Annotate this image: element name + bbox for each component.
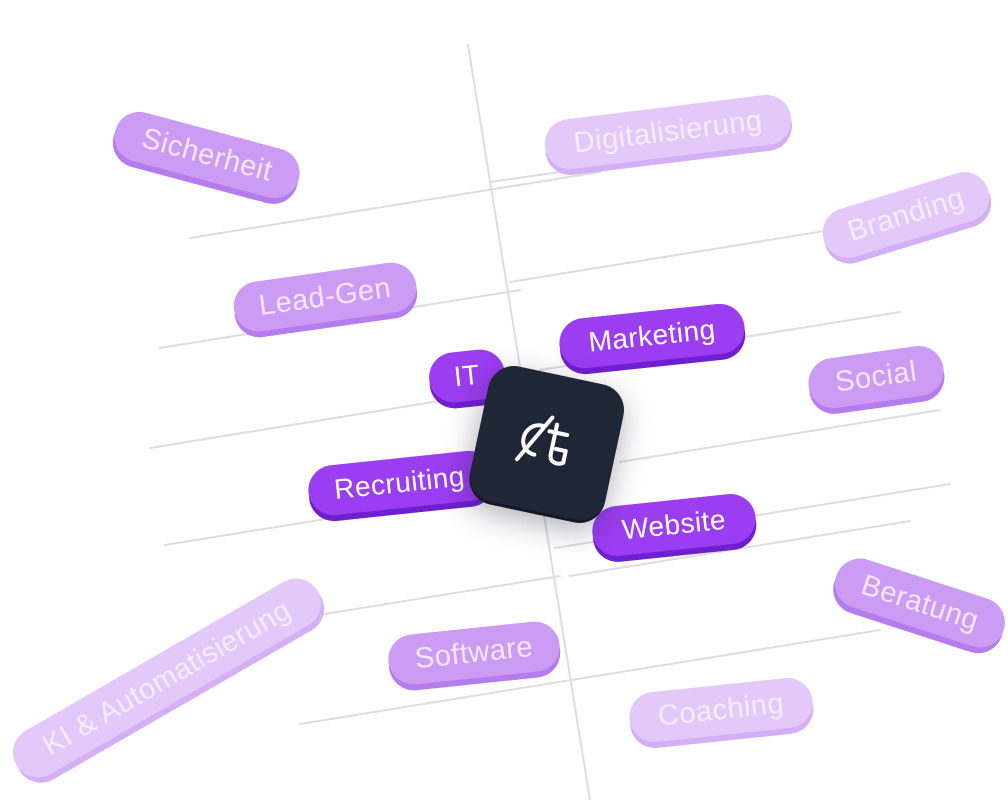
grid-line-12: [299, 629, 881, 725]
grid-line-3: [509, 221, 881, 283]
grid-line-7: [619, 409, 941, 463]
tag-label: Lead-Gen: [256, 271, 394, 322]
grid-line-6: [149, 395, 471, 449]
grid-line-2: [489, 171, 561, 183]
tag-label: Software: [413, 630, 535, 675]
tag-label: Social: [833, 354, 919, 399]
monogram-logo-icon: [514, 415, 570, 466]
grid-line-11: [569, 520, 911, 577]
grid-line-10: [299, 575, 561, 619]
tag-label: IT: [452, 358, 482, 393]
tag-label: Coaching: [656, 686, 786, 733]
center-logo-tile: [465, 361, 629, 525]
tag-label: Marketing: [586, 313, 717, 358]
tag-label: Website: [620, 503, 728, 546]
tag-label: Recruiting: [332, 460, 467, 505]
grid-line-1: [189, 171, 601, 239]
